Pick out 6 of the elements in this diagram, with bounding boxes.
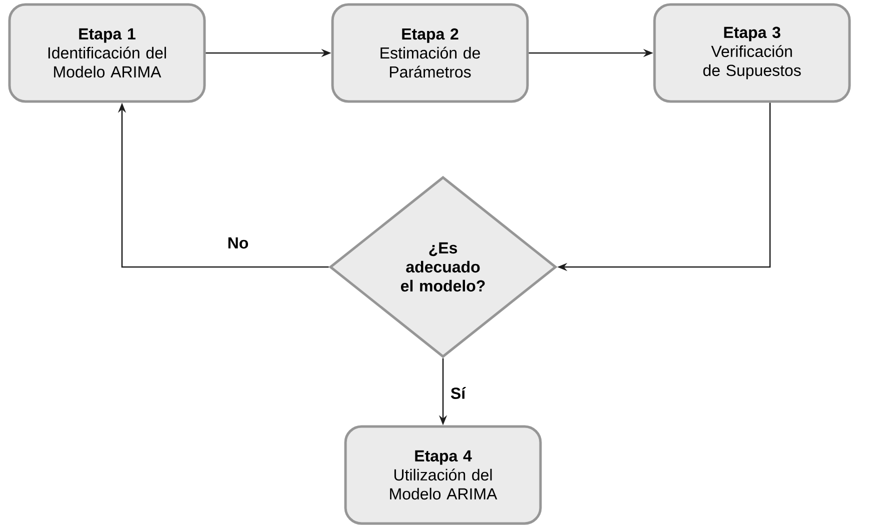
edge-label: Sí (448, 385, 468, 401)
process-box: Etapa 1 Identificación del Modelo ARIMA (8, 3, 206, 103)
process-box: Etapa 3 Verificación de Supuestos (653, 3, 851, 103)
process-box: Etapa 4 Utilización del Modelo ARIMA (344, 425, 542, 525)
process-box: Etapa 2 Estimación de Parámetros (331, 3, 529, 103)
edge-label: No (225, 235, 251, 251)
